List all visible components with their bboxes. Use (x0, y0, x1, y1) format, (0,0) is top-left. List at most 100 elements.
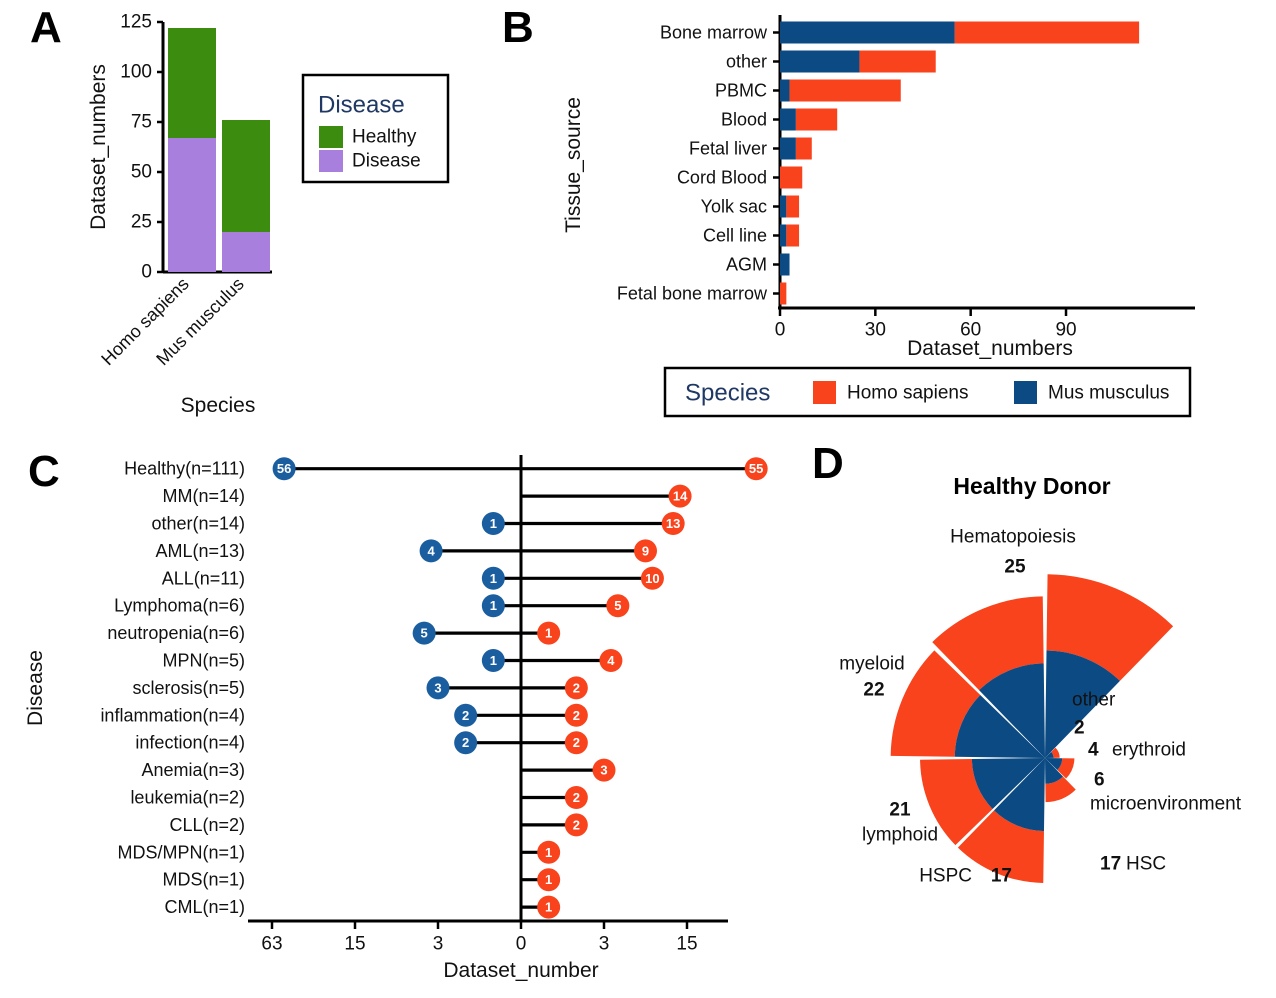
panel-b-legend-label-homo-sapiens[interactable]: Homo sapiens (847, 383, 968, 404)
panel-d-value-lymphoid: 21 (889, 800, 911, 821)
panel-c-dot-left-inflammation-n-4-[interactable] (454, 703, 478, 727)
panel-c-xtick-0: 63 (261, 934, 282, 955)
panel-a-legend: Disease Healthy Disease (301, 73, 450, 184)
panel-c-dot-right-leukemia-n-2-[interactable] (564, 786, 588, 809)
panel-b-ytick-agm: AGM (726, 255, 767, 275)
panel-c-dot-right-sclerosis-n-5-[interactable] (564, 676, 588, 700)
panel-c-category-aml-n-13-: AML(n=13) (155, 541, 245, 561)
panel-a: A 0 25 50 75 100 125 Dataset_numbers Spe… (0, 0, 490, 432)
panel-c-dot-left-value-other-n-14-: 1 (490, 516, 497, 531)
panel-c-dot-left-value-healthy-n-111-: 56 (277, 461, 291, 476)
panel-c-dot-right-value-cml-n-1-: 1 (545, 900, 552, 915)
panel-b-bar-other-mus-musculus (780, 50, 860, 73)
panel-c-dot-right-value-other-n-14-: 13 (666, 516, 680, 531)
panel-b-letter: B (502, 3, 534, 52)
panel-d-value-hsc: 17 (1100, 854, 1121, 875)
panel-d-sector-inner-other (1045, 752, 1054, 758)
panel-b-ytick-blood: Blood (721, 110, 767, 130)
panel-a-ytick-125: 125 (120, 12, 152, 33)
panel-b-bar-blood-homo-sapiens (795, 108, 838, 131)
panel-a-legend-swatch-disease[interactable] (319, 150, 343, 172)
panel-c-dot-left-neutropenia-n-6-[interactable] (412, 621, 436, 645)
panel-c-category-mds-mpn-n-1-: MDS/MPN(n=1) (117, 842, 245, 862)
panel-c-dot-left-sclerosis-n-5-[interactable] (426, 676, 450, 700)
panel-c-dot-right-anemia-n-3-[interactable] (592, 758, 616, 782)
panel-c-dot-left-mpn-n-5-[interactable] (481, 649, 505, 672)
panel-d-sector-outer-hspc (920, 759, 993, 846)
panel-c-dot-right-cll-n-2-[interactable] (564, 813, 588, 837)
panel-c-dot-right-value-anemia-n-3-: 3 (600, 763, 607, 778)
panel-c-dot-right-other-n-14-[interactable] (661, 512, 685, 535)
panel-b-legend-swatch-homo-sapiens[interactable] (813, 381, 836, 404)
panel-c-dot-right-all-n-11-[interactable] (640, 566, 664, 590)
panel-c-dot-right-value-mm-n-14-: 14 (673, 489, 688, 504)
panel-c-dot-left-value-neutropenia-n-6-: 5 (421, 626, 428, 641)
panel-d-sector-inner-hematopoiesis (1045, 650, 1120, 758)
panel-c-category-sclerosis-n-5-: sclerosis(n=5) (132, 678, 245, 698)
panel-a-letter: A (30, 3, 62, 52)
panel-b-bar-blood-mus-musculus (780, 108, 796, 131)
panel-b-ytick-other: other (726, 52, 767, 72)
panel-c-dot-left-value-aml-n-13-: 4 (427, 543, 435, 558)
panel-c-category-inflammation-n-4-: inflammation(n=4) (100, 705, 245, 725)
panel-c-dot-right-cml-n-1-[interactable] (537, 895, 561, 919)
panel-c-xtick-5: 15 (676, 934, 697, 955)
panel-c-dot-left-value-mpn-n-5-: 1 (490, 653, 497, 668)
panel-c-category-lymphoma-n-6-: Lymphoma(n=6) (114, 596, 245, 616)
panel-b-ytick-fetal-bone-marrow: Fetal bone marrow (617, 284, 768, 304)
panel-d-sector-inner-lymphoid (954, 695, 1045, 758)
panel-c-dot-right-mds-n-1-[interactable] (537, 868, 561, 892)
panel-b-ytick-yolk-sac: Yolk sac (701, 197, 767, 217)
panel-b-bar-agm-mus-musculus (780, 253, 790, 276)
panel-d-sector-outer-lymphoid (890, 650, 981, 757)
panel-c-dot-right-infection-n-4-[interactable] (564, 731, 588, 755)
panel-d-label-other: other (1072, 690, 1116, 711)
panel-c-dot-left-aml-n-13-[interactable] (419, 539, 443, 563)
panel-a-bar-mus-musculus-healthy (222, 120, 270, 232)
panel-b-legend-swatch-mus-musculus[interactable] (1014, 381, 1037, 404)
panel-c-dot-right-mm-n-14-[interactable] (668, 484, 692, 508)
panel-c-dot-right-aml-n-13-[interactable] (634, 539, 657, 563)
panel-c-category-anemia-n-3-: Anemia(n=3) (141, 760, 245, 780)
panel-c-category-leukemia-n-2-: leukemia(n=2) (130, 788, 245, 808)
panel-a-ytick-25: 25 (131, 212, 152, 233)
panel-d-sector-inner-microenvironment (1045, 758, 1063, 784)
panel-b-bar-cell-line-mus-musculus (780, 224, 787, 247)
panel-c-dot-left-value-sclerosis-n-5-: 3 (434, 680, 441, 695)
panel-c-dot-right-healthy-n-111-[interactable] (744, 457, 768, 481)
panel-c-category-mds-n-1-: MDS(n=1) (162, 870, 245, 890)
panel-c-dot-left-lymphoma-n-6-[interactable] (481, 594, 505, 618)
panel-c-dot-right-neutropenia-n-6-[interactable] (537, 621, 561, 645)
panel-c-dot-right-inflammation-n-4-[interactable] (564, 703, 588, 727)
panel-a-legend-label-disease[interactable]: Disease (352, 151, 421, 172)
panel-b-bar-bone-marrow-homo-sapiens (954, 21, 1140, 44)
panel-c-category-neutropenia-n-6-: neutropenia(n=6) (107, 623, 245, 643)
panel-c-dot-right-value-leukemia-n-2-: 2 (573, 790, 580, 805)
panel-a-bar-homo-sapiens-disease (168, 138, 216, 272)
panel-c-dot-right-value-healthy-n-111-: 55 (749, 461, 763, 476)
panel-a-legend-label-healthy[interactable]: Healthy (352, 127, 417, 148)
panel-c-category-mm-n-14-: MM(n=14) (162, 486, 245, 506)
panel-c-dot-left-infection-n-4-[interactable] (454, 731, 478, 755)
panel-c-dot-right-lymphoma-n-6-[interactable] (606, 594, 630, 618)
panel-c-category-mpn-n-5-: MPN(n=5) (162, 651, 245, 671)
panel-c-dot-right-mds-mpn-n-1-[interactable] (537, 840, 561, 864)
panel-d-label-myeloid: myeloid (839, 654, 904, 675)
panel-c-dot-right-value-all-n-11-: 10 (645, 571, 659, 586)
panel-a-legend-swatch-healthy[interactable] (319, 126, 343, 148)
panel-b-xlabel: Dataset_numbers (907, 337, 1073, 360)
panel-b-xtick-90: 90 (1055, 320, 1076, 341)
panel-a-bar-homo-sapiens-healthy (168, 28, 216, 138)
panel-a-ylabel: Dataset_numbers (87, 64, 110, 230)
panel-c-dot-right-mpn-n-5-[interactable] (599, 649, 623, 672)
panel-b-bar-pbmc-mus-musculus (780, 79, 790, 102)
panel-b-xtick-0: 0 (775, 320, 786, 341)
panel-b-legend-label-mus-musculus[interactable]: Mus musculus (1048, 383, 1169, 404)
panel-c-dot-left-all-n-11-[interactable] (481, 566, 505, 590)
panel-c-dot-left-healthy-n-111-[interactable] (272, 457, 296, 481)
panel-c-dot-left-other-n-14-[interactable] (481, 512, 505, 535)
